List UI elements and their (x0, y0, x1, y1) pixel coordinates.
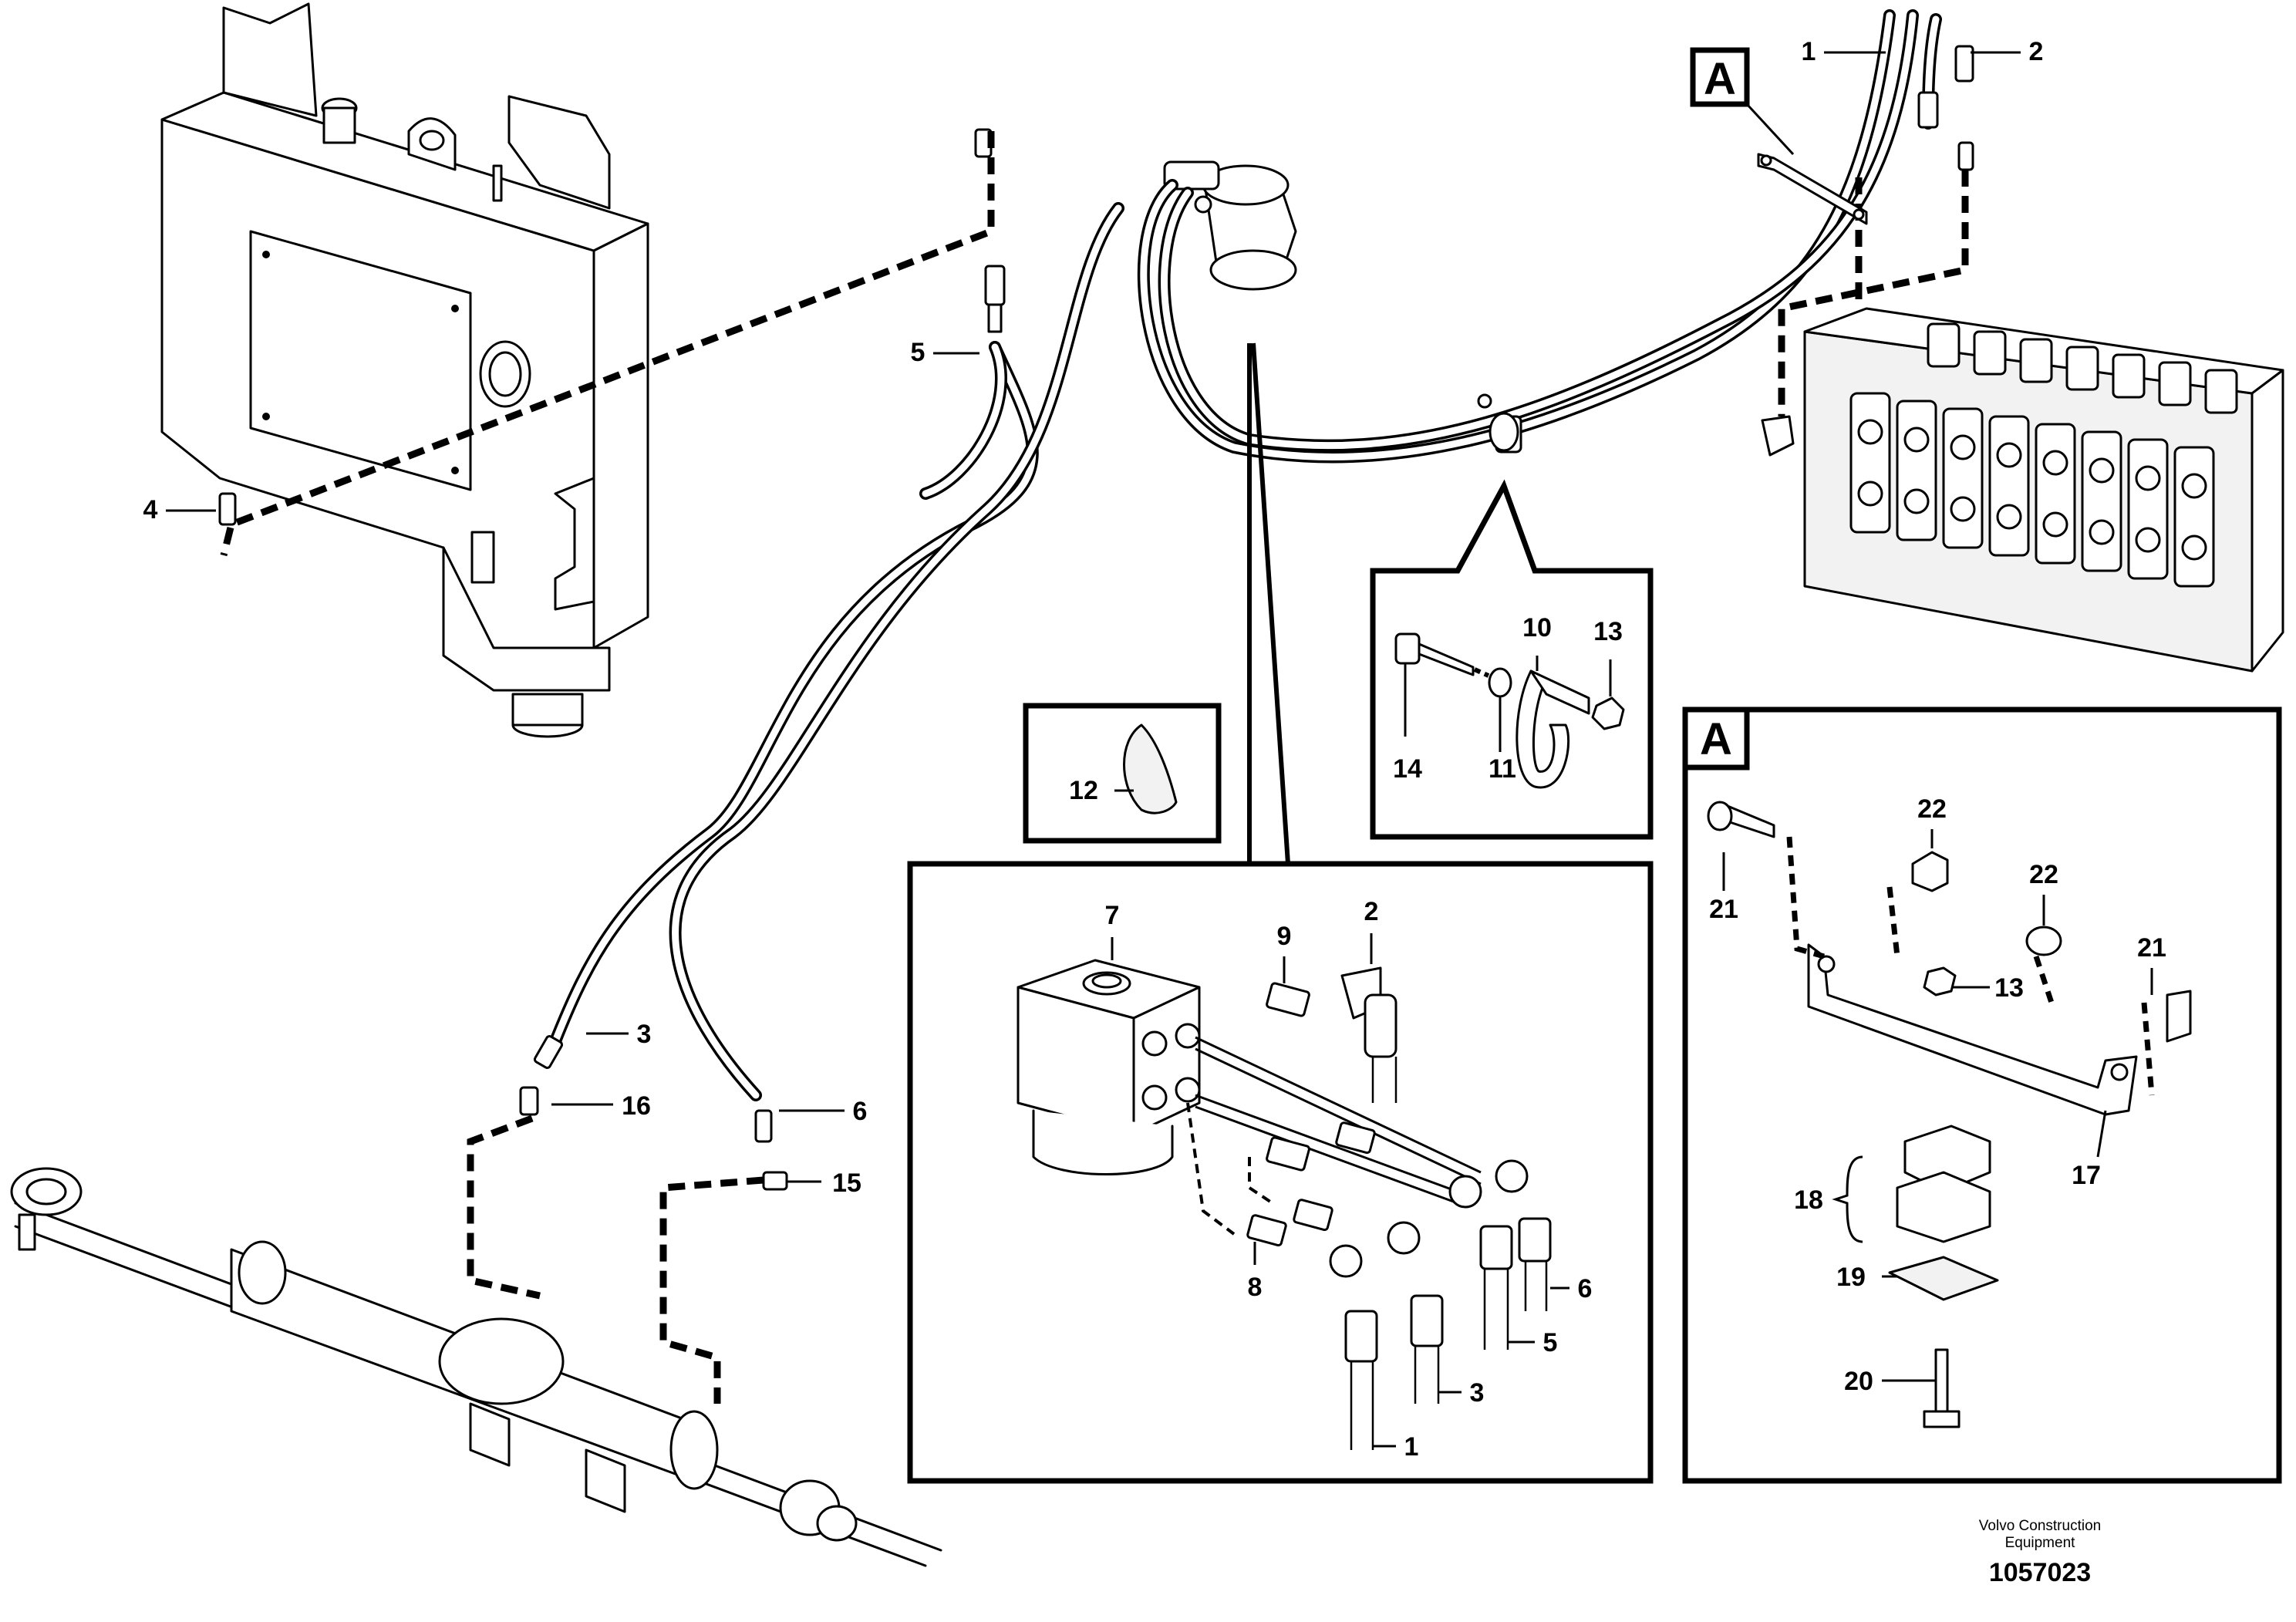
callout-6: 6 (853, 1097, 868, 1126)
view-a-marker (1690, 47, 1750, 107)
callout-13a: 13 (1593, 617, 1623, 646)
callout-5b: 5 (1543, 1328, 1558, 1357)
callout-20: 20 (1844, 1367, 1873, 1396)
footer-brand-line1: Volvo Construction (1979, 1518, 2101, 1534)
callout-2b: 2 (1364, 897, 1379, 926)
callout-12: 12 (1069, 776, 1098, 805)
detail-clamp-box (1370, 479, 1654, 840)
callout-7: 7 (1105, 901, 1120, 930)
callout-3: 3 (637, 1020, 652, 1049)
detail-cable-tie-box (1023, 703, 1222, 844)
hidden-hose-paths (220, 131, 1969, 1404)
drawing-footer: Volvo Construction Equipment 1057023 (1979, 1518, 2101, 1587)
callout-11: 11 (1489, 754, 1516, 784)
callout-10: 10 (1522, 613, 1552, 642)
callout-9: 9 (1277, 922, 1292, 951)
callout-21a: 21 (1709, 895, 1738, 924)
control-valve-block (1761, 307, 2284, 673)
callout-13b: 13 (1994, 973, 2024, 1003)
callout-labels: 1 2 5 4 3 16 6 15 10 13 14 11 12 7 9 2 8… (143, 37, 2166, 1462)
detail-a-letter: A (1700, 714, 1732, 764)
callout-2: 2 (2029, 37, 2044, 66)
callout-21b: 21 (2137, 933, 2166, 963)
callout-17: 17 (2072, 1161, 2101, 1190)
callout-19: 19 (1836, 1263, 1866, 1292)
bracket-a-location (1745, 103, 1868, 225)
callout-4: 4 (143, 495, 158, 524)
steering-cylinder (10, 1167, 942, 1567)
view-a-marker-letter: A (1704, 54, 1736, 104)
hose-clamp (1489, 412, 1519, 452)
detail-steering-unit-box (907, 342, 1654, 1484)
callout-5: 5 (911, 338, 925, 367)
hoses (549, 9, 1942, 1101)
callout-16: 16 (622, 1091, 651, 1121)
callout-8: 8 (1248, 1273, 1263, 1302)
callout-1b: 1 (1404, 1432, 1419, 1462)
steering-unit (1163, 160, 1297, 291)
drawing-number: 1057023 (1989, 1558, 2091, 1587)
footer-brand-line2: Equipment (2005, 1535, 2076, 1551)
callout-18: 18 (1794, 1185, 1823, 1215)
callout-1: 1 (1802, 37, 1816, 66)
callout-22b: 22 (2029, 860, 2058, 889)
callout-14: 14 (1393, 754, 1422, 784)
callout-15: 15 (832, 1168, 861, 1198)
callout-6b: 6 (1578, 1274, 1593, 1303)
detail-bracket-a-box (1682, 706, 2282, 1484)
valve-sections (1849, 322, 2238, 588)
callout-22a: 22 (1917, 794, 1947, 824)
callout-3b: 3 (1470, 1378, 1485, 1408)
hydraulic-tank (160, 2, 649, 738)
